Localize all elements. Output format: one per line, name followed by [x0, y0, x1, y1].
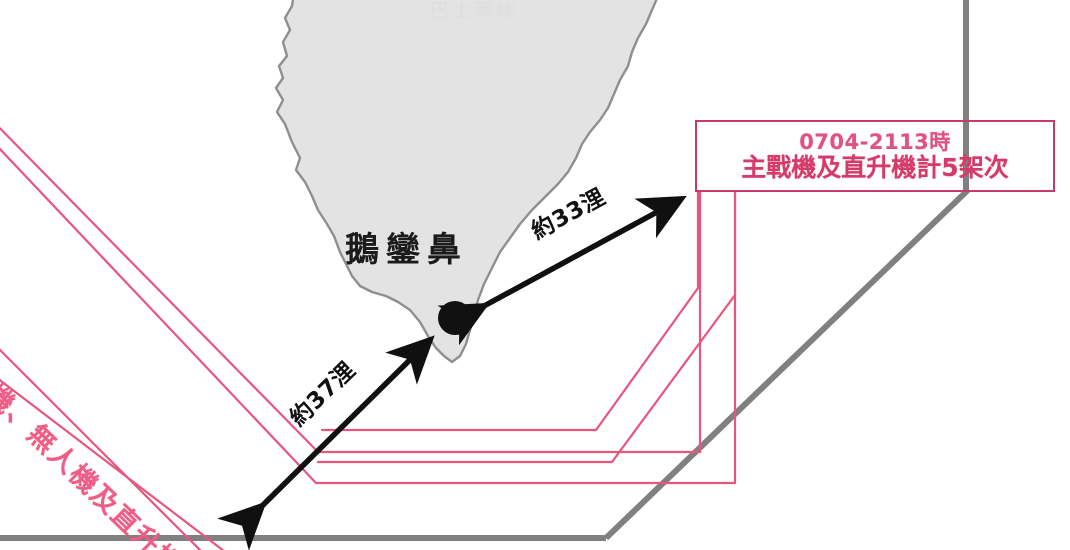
corridor-line-inner-lower	[0, 378, 225, 550]
cape-label-eluanbi: 鵝鑾鼻	[345, 230, 468, 270]
corridor-right-v1	[320, 190, 700, 432]
corridor-right-v2	[316, 190, 737, 464]
eluanbi-marker-dot	[438, 301, 472, 335]
corridor-line-inner-upper	[0, 348, 202, 550]
distance-arrows	[217, 195, 687, 550]
aircraft-track-corridor-lines	[0, 126, 737, 550]
aircraft-sortie-callout: 0704-2113時 主戰機及直升機計5架次	[695, 120, 1055, 192]
faint-sea-label: 巴士海峽	[430, 0, 519, 22]
corridor-line-outer	[0, 126, 702, 454]
arrow-33-line	[437, 195, 687, 346]
callout-detail-line: 主戰機及直升機計5架次	[741, 152, 1009, 182]
taiwan-south-polygon	[274, 0, 658, 364]
taiwan-landmass	[274, 0, 658, 364]
adiz-diagonal	[603, 187, 971, 541]
corridor-line-middle	[0, 147, 737, 485]
arrow-37-line	[217, 335, 435, 550]
callout-time-line: 0704-2113時	[799, 130, 951, 155]
